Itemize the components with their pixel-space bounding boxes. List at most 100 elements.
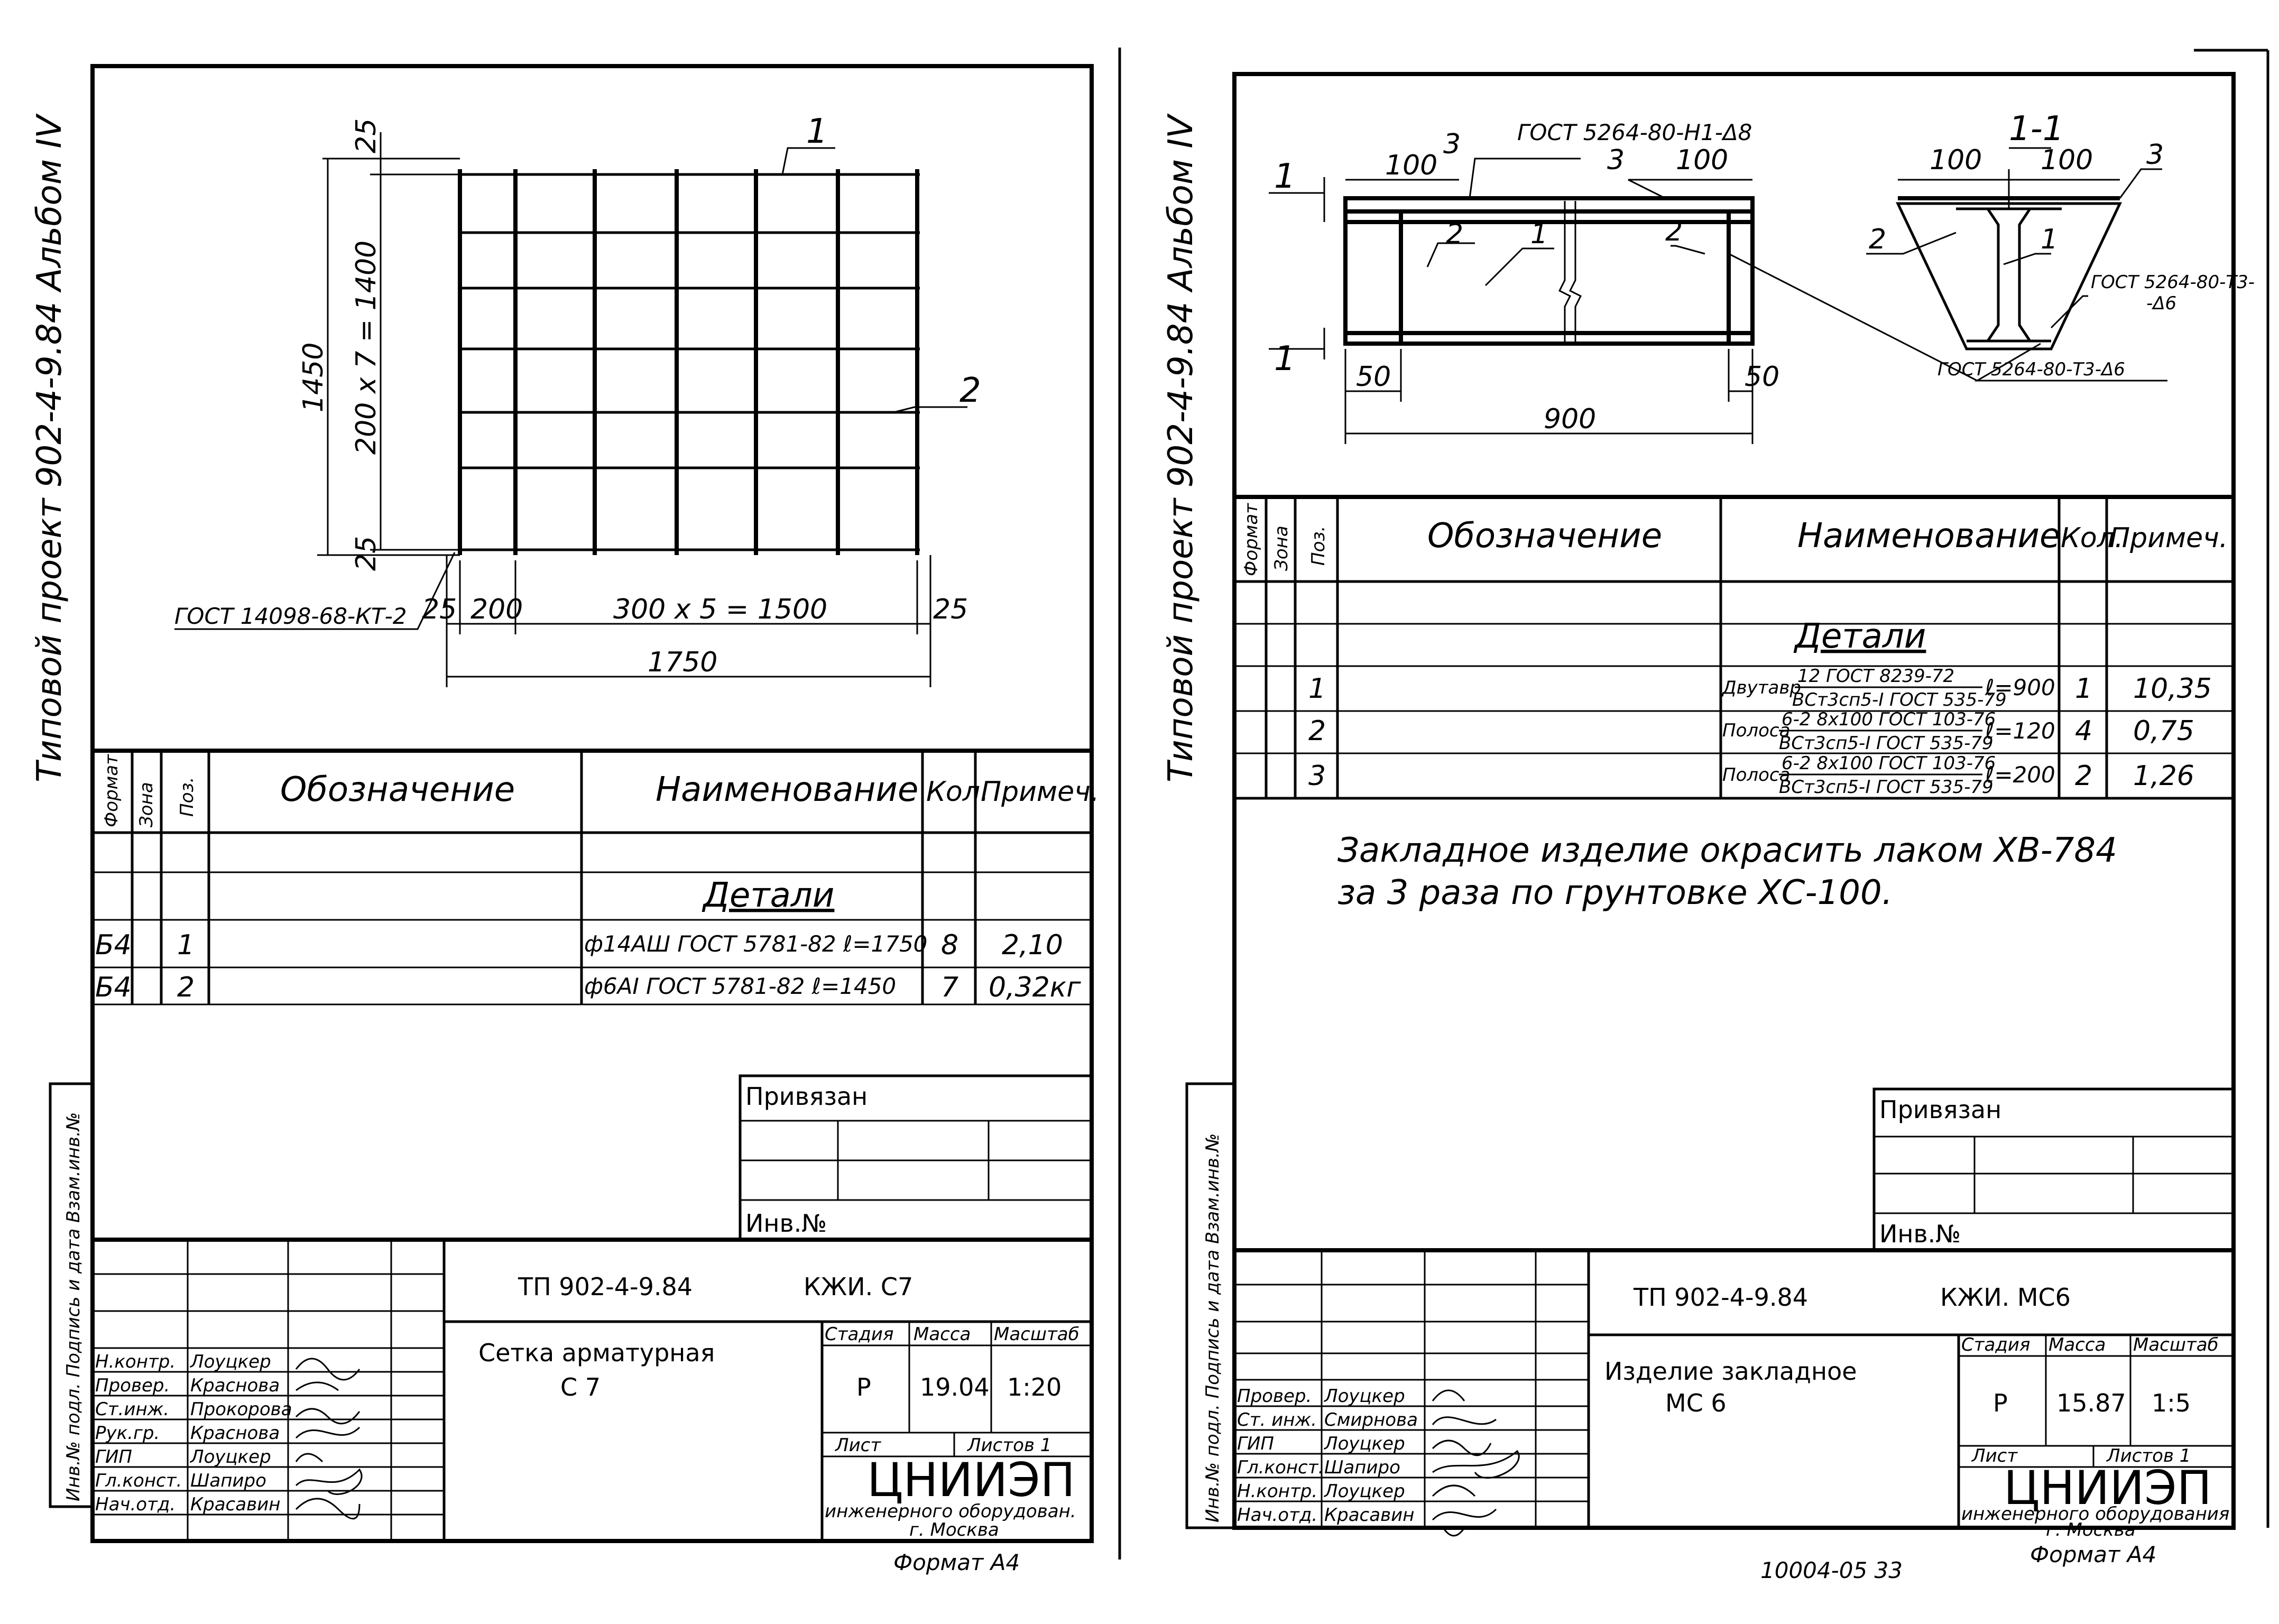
- sig-role: Провер.: [1237, 1386, 1312, 1407]
- paint-note-line1: Закладное изделие окрасить лаком ХВ-784: [1337, 831, 2117, 870]
- right-signatures: Провер. Лоуцкер Ст. инж. Смирнова ГИП Ло…: [1237, 1386, 1520, 1537]
- gost-top-label: ГОСТ 5264-80-Н1-Δ8: [1517, 119, 1752, 145]
- right-sheets-label: Листов 1: [2106, 1445, 2191, 1466]
- sec-mark-2: 2: [1869, 224, 1886, 255]
- right-sheet-label: Лист: [1971, 1445, 2018, 1466]
- sig-role: Ст.инж.: [95, 1399, 169, 1420]
- sig-role: Н.контр.: [1237, 1481, 1317, 1502]
- right-title-block: [1234, 1248, 2234, 1528]
- mark-2-label: 2: [959, 371, 981, 410]
- r-hdr-designation: Обозначение: [1427, 516, 1662, 556]
- left-org-logo: ЦНИИЭП: [867, 1453, 1075, 1507]
- r-row1-len: ℓ=900: [1985, 675, 2055, 700]
- sig-role: Нач.отд.: [95, 1494, 176, 1515]
- section-mark-bottom: 1: [1274, 339, 1296, 379]
- row2-pos: 2: [177, 972, 195, 1003]
- sig-role: Провер.: [95, 1375, 170, 1396]
- hdr-note: Примеч.: [981, 776, 1099, 808]
- dim-200x7: 200 x 7 = 1400: [350, 241, 382, 455]
- right-side-strip-label: Инв.№ подл. Подпись и дата Взам.инв.№: [1202, 1133, 1223, 1522]
- rebar-mesh-drawing: [174, 132, 967, 687]
- r-hdr-zone: Зона: [1271, 525, 1292, 571]
- r-row1-bottom: ВСт3сп5-I ГОСТ 535-79: [1792, 689, 2007, 710]
- right-format-label: Формат А4: [2030, 1542, 2156, 1567]
- row1-qty: 8: [941, 929, 958, 961]
- right-stamp-title1: Изделие закладное: [1604, 1357, 1857, 1386]
- mark-1-elev: 1: [1530, 218, 1548, 250]
- mark-3b: 3: [1607, 144, 1625, 176]
- right-org-name: инженерного оборудования: [1961, 1503, 2229, 1525]
- r-hdr-format: Формат: [1241, 503, 1262, 576]
- right-stamp-code: ТП 902-4-9.84: [1633, 1283, 1808, 1312]
- left-stamp-title2: С 7: [560, 1373, 601, 1401]
- sig-role: Гл.конст.: [95, 1470, 182, 1491]
- signature-marks: [1432, 1389, 1520, 1537]
- sec-mark-3: 3: [2146, 139, 2164, 171]
- dim-1750: 1750: [648, 647, 717, 678]
- r-hdr-pos: Поз.: [1308, 526, 1329, 566]
- sig-name: Краснова: [190, 1375, 280, 1396]
- left-signatures: Н.контр. Лоуцкер Провер. Краснова Ст.инж…: [95, 1351, 363, 1520]
- r-row3-note: 1,26: [2133, 760, 2194, 792]
- right-org-city: г. Москва: [2046, 1519, 2136, 1540]
- gost-bottom-label: ГОСТ 5264-80-Т3-Δ6: [1937, 359, 2125, 380]
- left-format-label: Формат А4: [893, 1549, 1020, 1575]
- dim-50a: 50: [1356, 361, 1391, 393]
- sig-role: Н.контр.: [95, 1351, 176, 1372]
- left-org-city: г. Москва: [909, 1519, 999, 1540]
- sec-mark-1: 1: [2041, 224, 2058, 255]
- left-org-name: инженерного оборудован.: [825, 1501, 1076, 1522]
- mark-3a: 3: [1443, 128, 1461, 160]
- r-row3-len: ℓ=200: [1985, 762, 2055, 788]
- right-stage-header: Стадия: [1961, 1334, 2030, 1355]
- sig-role: ГИП: [1237, 1433, 1274, 1454]
- r-section-details: Детали: [1793, 617, 1926, 656]
- hdr-designation: Обозначение: [280, 770, 515, 809]
- dim-bot-25: 25: [350, 536, 382, 571]
- row1-pos: 1: [177, 929, 195, 961]
- left-mass-header: Масса: [914, 1324, 971, 1345]
- r-row3-top: 6-2 8х100 ГОСТ 103-76: [1782, 753, 1996, 774]
- sig-role: Ст. инж.: [1237, 1409, 1317, 1431]
- right-scale-header: Масштаб: [2133, 1334, 2219, 1355]
- left-title-block: [93, 1238, 1092, 1541]
- left-side-strip: [49, 1082, 94, 1508]
- mark-2a: 2: [1446, 218, 1463, 250]
- right-tied-label: Привязан: [1879, 1095, 2001, 1124]
- r-row1-note: 10,35: [2133, 673, 2212, 705]
- dim-25a: 25: [422, 594, 457, 625]
- sig-name: Лоуцкер: [1323, 1386, 1405, 1407]
- section-details: Детали: [702, 876, 834, 915]
- sig-name: Лоуцкер: [1323, 1433, 1405, 1454]
- right-stamp-title2: МС 6: [1665, 1389, 1727, 1417]
- r-row2-qty: 4: [2075, 715, 2092, 747]
- r-row1-top: 12 ГОСТ 8239-72: [1797, 666, 1954, 687]
- left-spec-table: [93, 749, 1092, 1005]
- right-mass: 15.87: [2056, 1389, 2126, 1417]
- left-stage: Р: [856, 1373, 871, 1401]
- row2-note: 0,32кг: [989, 972, 1081, 1003]
- right-side-strip: [1185, 1082, 1236, 1529]
- hdr-zone: Зона: [136, 782, 157, 827]
- left-side-strip-label: Инв.№ подл. Подпись и дата Взам.инв.№: [63, 1112, 84, 1501]
- hdr-pos: Поз.: [177, 777, 198, 817]
- sec-dim-100b: 100: [2041, 144, 2093, 176]
- row1-format: Б4: [95, 929, 132, 961]
- dim-50b: 50: [1745, 361, 1779, 393]
- left-frame: [90, 64, 1094, 1543]
- sig-role: Рук.гр.: [95, 1423, 160, 1444]
- row2-name: ф6АI ГОСТ 5781-82 ℓ=1450: [584, 973, 896, 999]
- sig-name: Лоуцкер: [189, 1351, 271, 1372]
- right-spec-table: [1234, 495, 2234, 800]
- dim-300x5: 300 x 5 = 1500: [613, 594, 827, 625]
- left-sheets-label: Листов 1: [966, 1435, 1051, 1456]
- signature-marks: [295, 1358, 363, 1520]
- sig-name: Лоуцкер: [1323, 1481, 1405, 1502]
- row1-note: 2,10: [1002, 929, 1063, 961]
- paint-note-line2: за 3 раза по грунтовке ХС-100.: [1337, 873, 1893, 912]
- left-stamp-code: ТП 902-4-9.84: [518, 1272, 693, 1301]
- r-row2-note: 0,75: [2133, 715, 2194, 747]
- r-hdr-note: Примеч.: [2109, 522, 2228, 554]
- r-row3-bottom: ВСт3сп5-I ГОСТ 535-79: [1779, 777, 1994, 798]
